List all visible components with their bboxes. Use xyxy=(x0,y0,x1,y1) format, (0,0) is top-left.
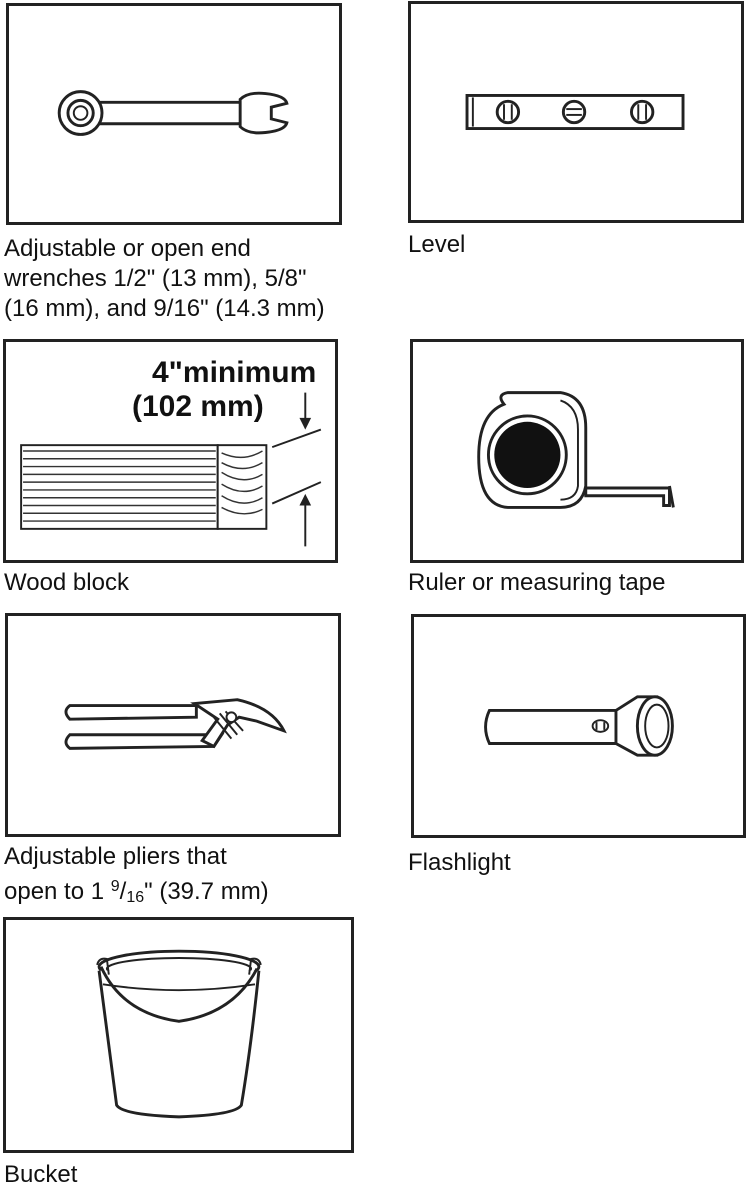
wrench-icon xyxy=(57,90,289,136)
tape-measure-caption: Ruler or measuring tape xyxy=(408,569,666,596)
wood-block-icon xyxy=(20,392,322,547)
level-illustration xyxy=(408,1,744,223)
pliers-illustration xyxy=(5,613,341,837)
flashlight-illustration xyxy=(411,614,746,838)
level-caption: Level xyxy=(408,231,466,258)
wood-block-dimension-label: 4"minimum (102 mm) xyxy=(132,356,317,423)
flashlight-icon xyxy=(484,695,674,757)
level-icon xyxy=(465,94,685,130)
bucket-icon xyxy=(96,949,262,1119)
wrench-caption: Adjustable or open end wrenches 1/2" (13… xyxy=(4,235,325,322)
wood-block-illustration: 4"minimum (102 mm) xyxy=(3,339,338,563)
pliers-caption: Adjustable pliers that open to 1 9/16" (… xyxy=(4,843,269,906)
tape-measure-illustration xyxy=(410,339,744,563)
bucket-caption: Bucket xyxy=(4,1161,78,1188)
pliers-icon xyxy=(64,698,287,750)
flashlight-caption: Flashlight xyxy=(408,849,511,876)
wood-block-caption: Wood block xyxy=(4,569,129,596)
wrench-illustration xyxy=(6,3,342,225)
tape-measure-icon xyxy=(477,391,675,509)
bucket-illustration xyxy=(3,917,354,1153)
